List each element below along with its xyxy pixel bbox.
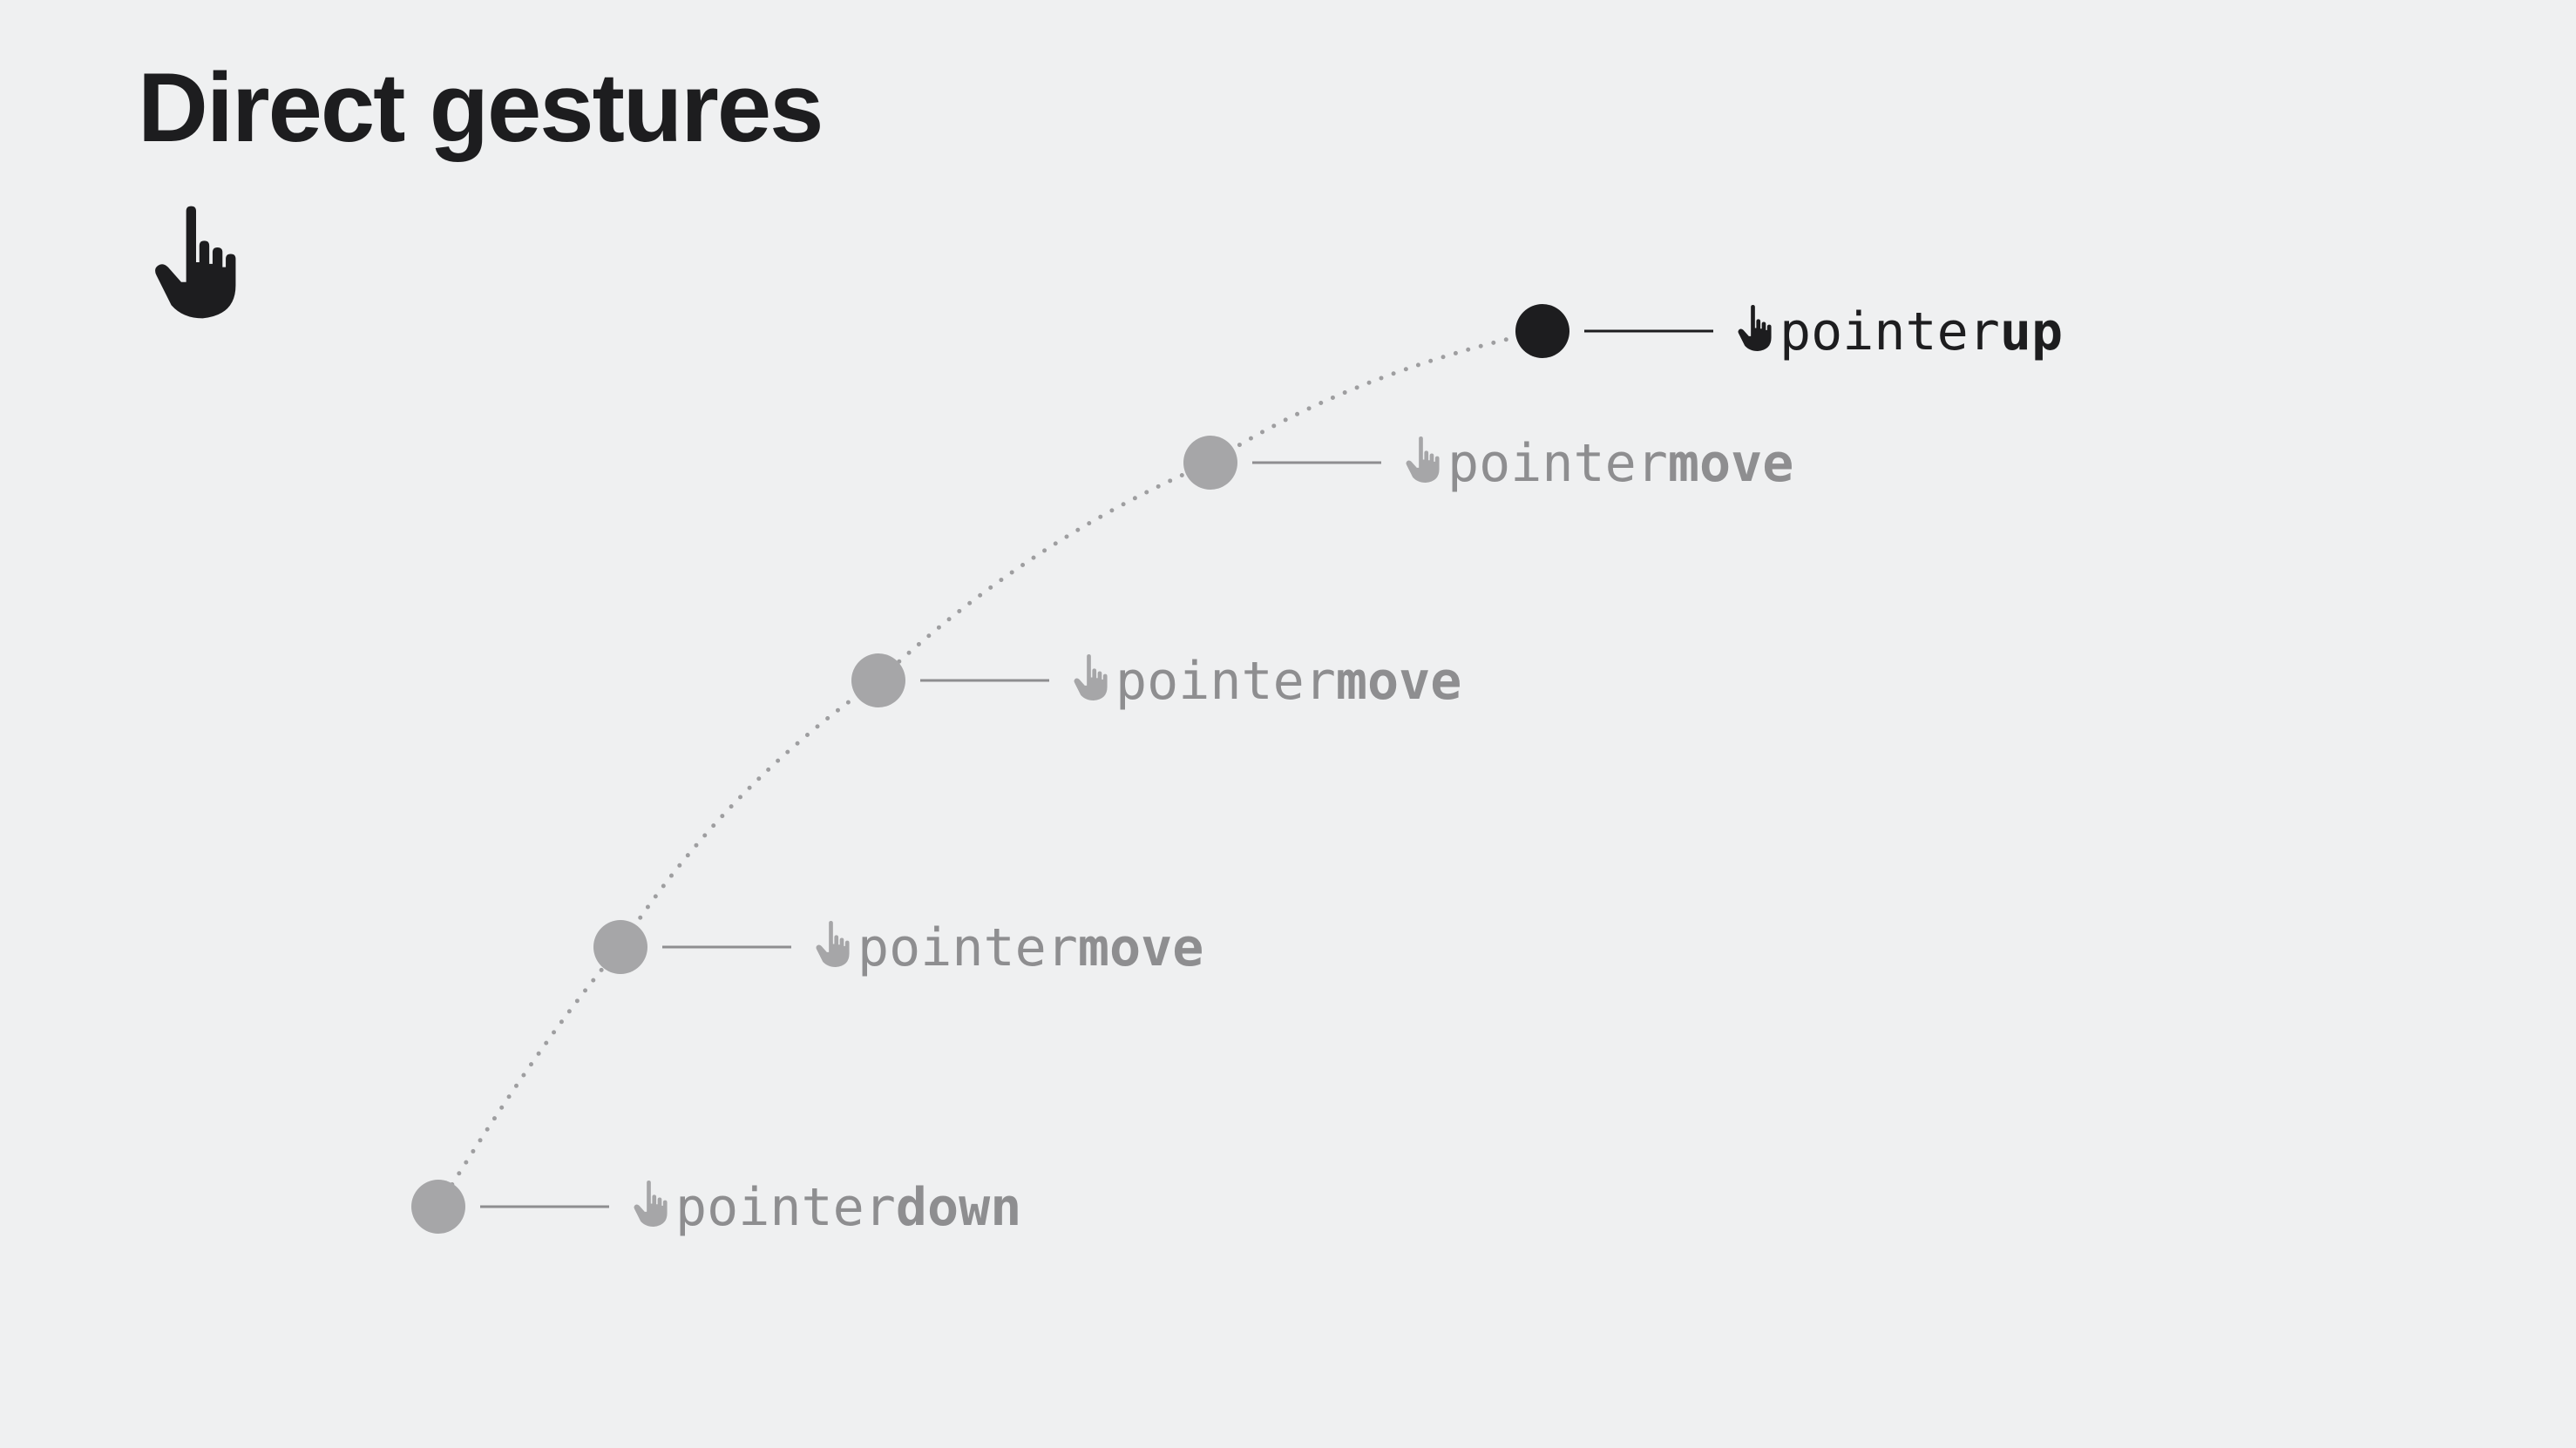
hand-point-up-icon (1738, 305, 1772, 352)
event-node-move: pointermove (851, 651, 1461, 712)
hand-point-up-icon (155, 206, 236, 319)
event-label: pointerdown (675, 1177, 1021, 1238)
event-label-prefix: pointer (858, 917, 1078, 978)
event-node-move: pointermove (1183, 433, 1793, 494)
event-label: pointermove (858, 917, 1203, 978)
hand-point-up-icon (1406, 436, 1440, 484)
event-label: pointerup (1779, 301, 2063, 362)
event-dot (1183, 436, 1237, 490)
event-label-suffix: up (2000, 301, 2063, 362)
event-label-prefix: pointer (1447, 433, 1668, 494)
page-title: Direct gestures (138, 53, 824, 162)
event-dot (1515, 304, 1569, 358)
event-label-suffix: move (1078, 917, 1204, 978)
event-label-suffix: move (1336, 651, 1462, 712)
hand-point-up-icon (1074, 654, 1108, 701)
event-label-prefix: pointer (675, 1177, 896, 1238)
hand-point-up-icon (816, 921, 850, 968)
event-dot (593, 920, 647, 974)
event-dot (851, 653, 905, 707)
event-label: pointermove (1115, 651, 1461, 712)
event-label-prefix: pointer (1115, 651, 1336, 712)
event-label-suffix: move (1668, 433, 1794, 494)
event-node-down: pointerdown (411, 1177, 1021, 1238)
event-label-suffix: down (896, 1177, 1022, 1238)
event-label: pointermove (1447, 433, 1793, 494)
hand-point-up-icon (634, 1181, 668, 1228)
event-node-up: pointerup (1515, 301, 2063, 362)
event-label-prefix: pointer (1779, 301, 2000, 362)
event-node-move: pointermove (593, 917, 1203, 978)
event-dot (411, 1180, 465, 1234)
